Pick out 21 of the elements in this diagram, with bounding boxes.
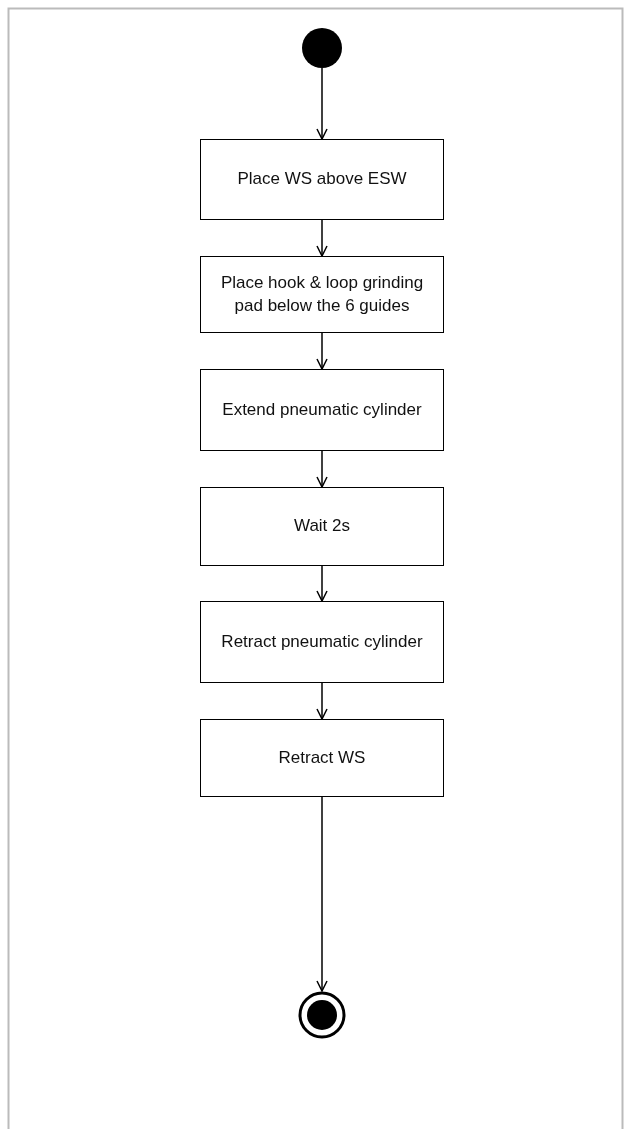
action-box <box>200 487 444 566</box>
action-label: Place WS above ESW <box>236 168 408 191</box>
action-label: Extend pneumatic cylinder <box>221 398 423 421</box>
action-box <box>200 256 444 333</box>
start-node <box>302 28 342 68</box>
arrow <box>316 219 328 257</box>
arrow <box>316 450 328 488</box>
arrow <box>316 67 328 140</box>
arrow <box>316 565 328 602</box>
action-box <box>200 719 444 797</box>
action-label: Retract pneumatic cylinder <box>220 630 424 653</box>
arrow <box>316 682 328 720</box>
action-label: Retract WS <box>277 746 367 769</box>
action-label: Wait 2s <box>292 515 351 538</box>
action-box <box>200 601 444 683</box>
action-label: Place hook & loop grinding pad below the 6 guides <box>219 272 425 317</box>
action-box <box>200 369 444 451</box>
arrow <box>316 796 328 992</box>
action-box <box>200 139 444 220</box>
arrow <box>316 332 328 370</box>
end-node <box>298 991 346 1039</box>
